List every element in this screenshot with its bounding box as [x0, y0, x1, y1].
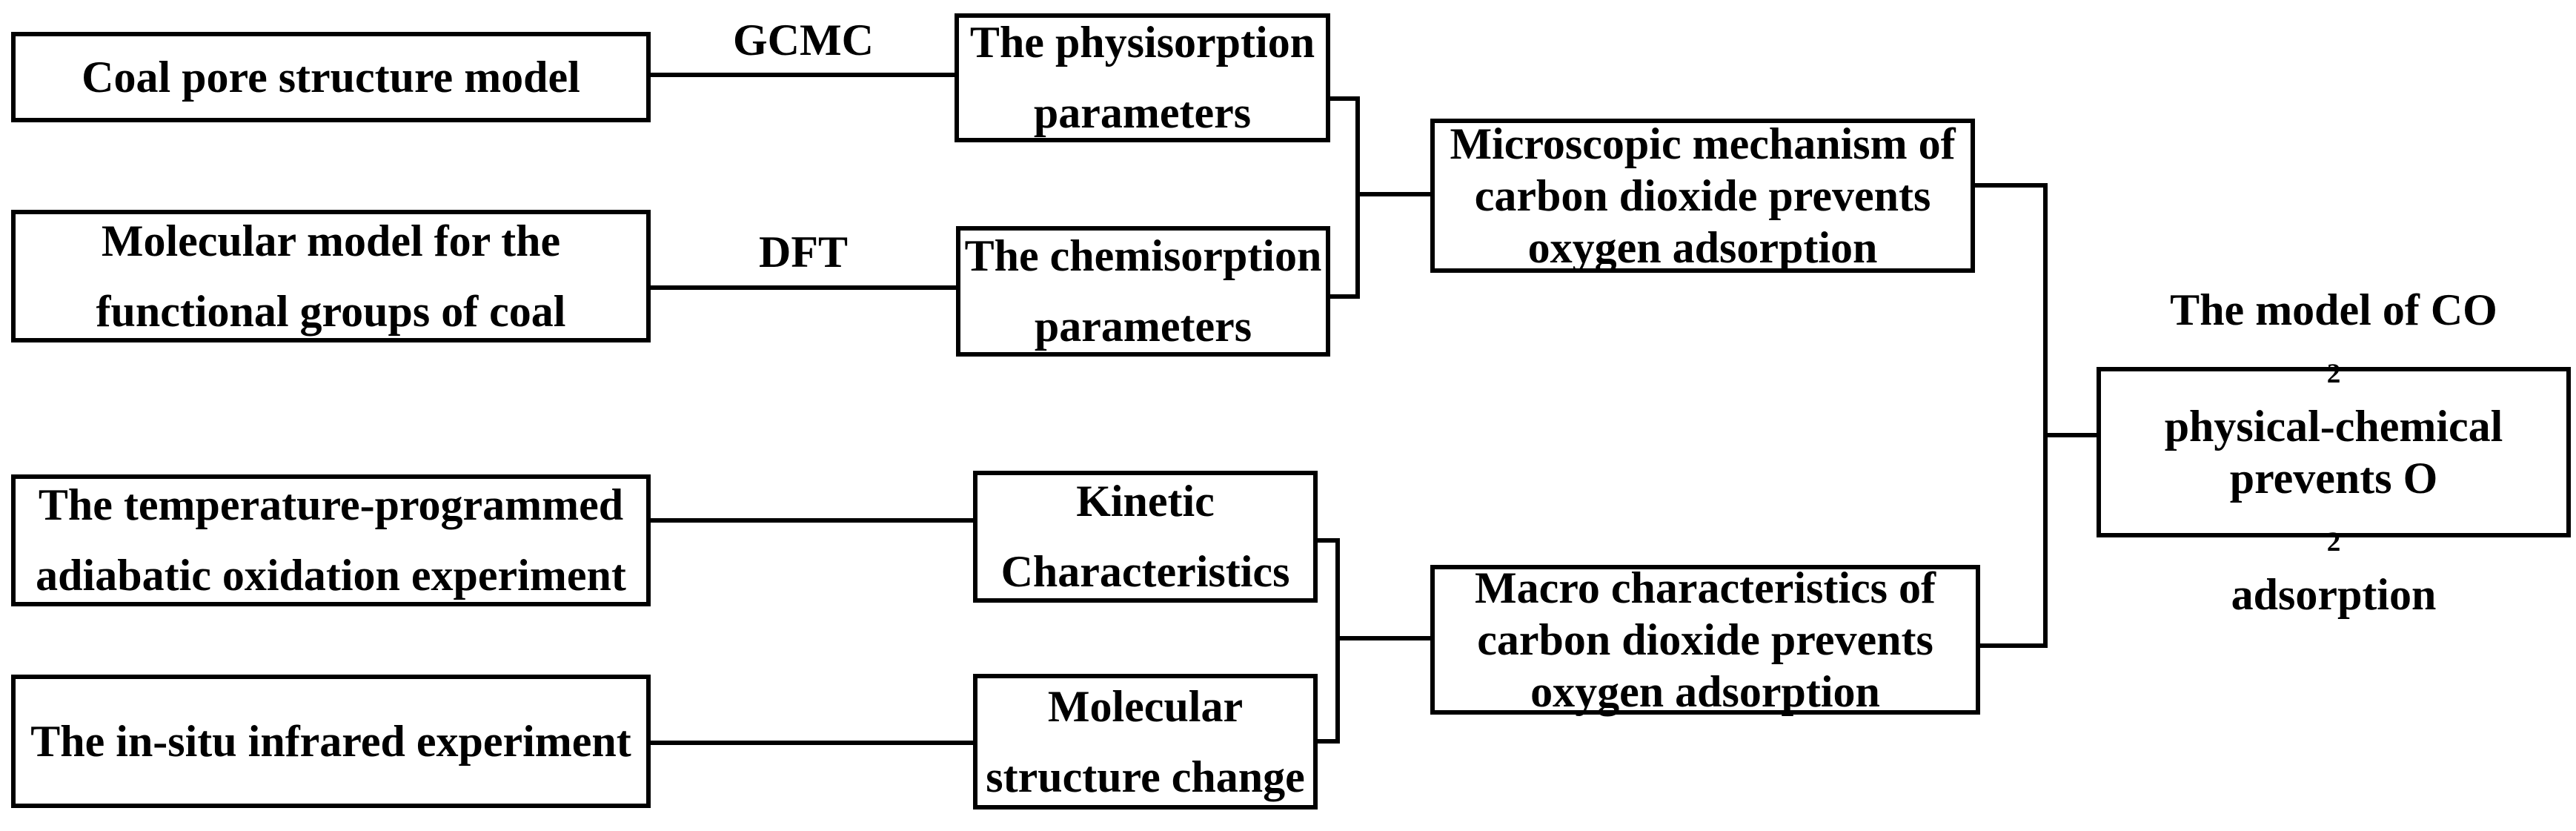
box-label-line: adiabatic oxidation experiment	[36, 551, 626, 600]
box-macro-characteristics: Macro characteristics of carbon dioxide …	[1430, 563, 1980, 716]
stub-kinetic-right	[1318, 538, 1340, 543]
connector-temp-to-kinetic	[651, 518, 973, 523]
box-label-line: The model of CO 2	[2170, 284, 2497, 400]
stub-macro-right	[1980, 643, 2048, 648]
box-label-line: physical-chemical	[2164, 402, 2503, 451]
bracket-vertical-bottom	[1335, 538, 1340, 744]
subscript: 2	[2326, 359, 2341, 389]
label-text: The model of CO	[2170, 285, 2497, 334]
stub-physisorption-right	[1330, 96, 1360, 101]
box-label-line: parameters	[1033, 88, 1252, 137]
box-label-line: prevents O 2 adsorption	[2230, 452, 2438, 620]
box-molecular-structure-change: Molecular structure change	[973, 674, 1318, 810]
subscript: 2	[2326, 527, 2341, 558]
stub-chemisorption-right	[1330, 294, 1360, 299]
bracket-vertical-final	[2043, 183, 2048, 648]
box-microscopic-mechanism: Microscopic mechanism of carbon dioxide …	[1430, 119, 1975, 273]
box-label: The in-situ infrared experiment	[30, 717, 631, 766]
box-label-line: The physisorption	[969, 18, 1315, 67]
box-kinetic-characteristics: Kinetic Characteristics	[973, 471, 1318, 603]
box-temperature-programmed-experiment: The temperature-programmed adiabatic oxi…	[11, 474, 651, 606]
box-label-line: Characteristics	[1000, 547, 1290, 596]
box-chemisorption-parameters: The chemisorption parameters	[956, 226, 1330, 357]
box-label-line: carbon dioxide prevents	[1477, 615, 1933, 664]
box-label-line: Kinetic	[1076, 477, 1215, 526]
box-label-line: Molecular model for the	[101, 216, 561, 265]
edge-label-gcmc: GCMC	[733, 15, 874, 64]
branch-to-macro	[1335, 636, 1430, 640]
box-physisorption-parameters: The physisorption parameters	[955, 13, 1330, 142]
box-label-line: parameters	[1034, 302, 1252, 351]
box-label-line: carbon dioxide prevents	[1474, 171, 1931, 220]
box-label-line: The temperature-programmed	[38, 480, 624, 529]
box-label-line: oxygen adsorption	[1530, 667, 1880, 716]
box-coal-pore-structure-model: Coal pore structure model	[11, 32, 651, 122]
box-label-line: Molecular	[1047, 681, 1244, 731]
branch-to-co2-model	[2043, 433, 2097, 437]
stub-molstructure-right	[1318, 739, 1340, 744]
box-label: Coal pore structure model	[82, 53, 580, 102]
box-label-line: Microscopic mechanism of	[1450, 119, 1956, 168]
stub-microscopic-right	[1975, 183, 2048, 188]
connector-insitu-to-molstructure	[651, 741, 973, 745]
label-text: adsorption	[2231, 570, 2437, 620]
box-label-line: Macro characteristics of	[1475, 563, 1936, 612]
edge-label-dft: DFT	[759, 227, 848, 277]
box-label-line: oxygen adsorption	[1527, 223, 1878, 272]
box-label-line: structure change	[986, 752, 1305, 801]
connector-molmodel-to-chemisorption	[651, 285, 956, 290]
box-label-line: functional groups of coal	[96, 286, 566, 336]
label-text: prevents O	[2229, 454, 2438, 503]
branch-to-microscopic	[1355, 192, 1430, 196]
box-molecular-model-functional-groups: Molecular model for the functional group…	[11, 210, 651, 342]
connector-coal-to-physisorption	[651, 73, 956, 77]
bracket-vertical-top	[1355, 96, 1360, 299]
box-co2-prevents-o2-adsorption-model: The model of CO 2 physical-chemical preve…	[2097, 285, 2571, 619]
box-label-line: The chemisorption	[964, 231, 1322, 280]
box-in-situ-infrared-experiment: The in-situ infrared experiment	[11, 675, 651, 808]
